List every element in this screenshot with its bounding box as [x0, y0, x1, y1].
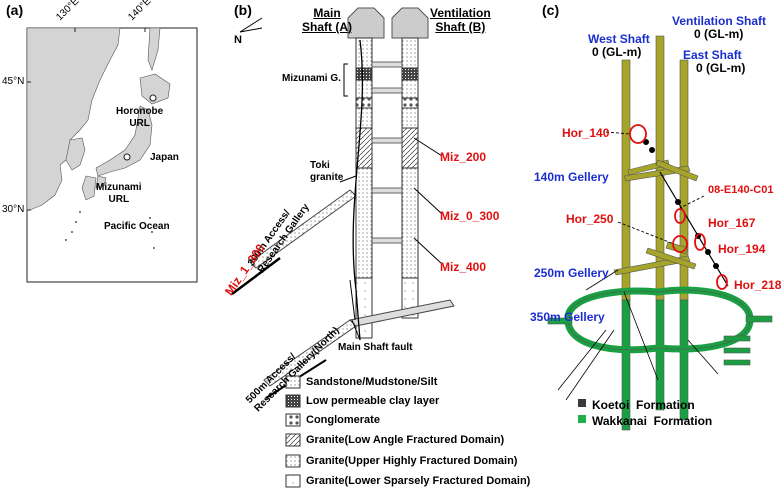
- legend-clay-label: Low permeable clay layer: [306, 395, 440, 407]
- miz-400-label: Miz_400: [440, 260, 487, 274]
- panel-c-label: (c): [542, 2, 560, 18]
- legend-dots-label: Granite(Upper Highly Fractured Domain): [306, 455, 518, 467]
- vent-shaft-label: Ventilation Shaft (B): [430, 6, 491, 34]
- east-gl-label: 0 (GL-m): [696, 61, 746, 75]
- miz-200-label: Miz_200: [440, 150, 487, 164]
- panel-c-horonobe: (c): [528, 0, 784, 492]
- vent-shaft-c-label: Ventilation Shaft: [672, 14, 767, 28]
- panel-a-label: (a): [6, 2, 24, 18]
- lat-45-label: 45°N: [2, 76, 25, 87]
- legend-sparse-label: Granite(Lower Sparsely Fractured Domain): [306, 475, 531, 487]
- pacific-label: Pacific Ocean: [104, 221, 170, 232]
- borehole-label: 08-E140-C01: [708, 184, 774, 196]
- legend-cong-label: Conglomerate: [306, 414, 380, 426]
- japan-label: Japan: [150, 152, 179, 163]
- vent-gl-label: 0 (GL-m): [694, 27, 744, 41]
- mizunami-shaft-drawing: [231, 7, 455, 488]
- panel-b-mizunami: (b): [210, 0, 550, 492]
- legend-sand-label: Sandstone/Mudstone/Silt: [306, 376, 438, 388]
- japan-map: [26, 27, 198, 283]
- panel-a-map: (a) 130°E 140°E 45°N 30°N Horonobe URL J…: [0, 0, 210, 300]
- west-shaft-label: West Shaft: [588, 32, 650, 46]
- main-shaft-label: Main Shaft (A): [302, 6, 352, 34]
- horonobe-shaft-drawing: [547, 35, 773, 431]
- mizunami-label: Mizunami URL: [96, 182, 142, 205]
- legend-hatch-label: Granite(Low Angle Fractured Domain): [306, 434, 505, 446]
- gallery-140-label: 140m Gellery: [534, 170, 609, 184]
- west-gl-label: 0 (GL-m): [592, 45, 642, 59]
- miz-0-300-label: Miz_0_300: [440, 209, 500, 223]
- hor-250-label: Hor_250: [566, 212, 614, 226]
- lat-30-label: 30°N: [2, 204, 25, 215]
- north-label: N: [234, 34, 242, 46]
- east-shaft-label: East Shaft: [683, 48, 742, 62]
- hor-194-label: Hor_194: [718, 242, 766, 256]
- gallery-250-label: 250m Gellery: [534, 266, 609, 280]
- mizunami-g-label: Mizunami G.: [282, 73, 341, 84]
- panel-b-label: (b): [234, 2, 252, 18]
- toki-granite-label: Toki granite: [310, 160, 344, 183]
- main-fault-label: Main Shaft fault: [338, 342, 413, 353]
- koetoi-label: Koetoi Formation: [592, 398, 695, 412]
- hor-167-label: Hor_167: [708, 216, 756, 230]
- hor-140-label: Hor_140: [562, 126, 610, 140]
- hor-218-label: Hor_218: [734, 278, 782, 292]
- wakkanai-label: Wakkanai Formation: [592, 414, 713, 428]
- gallery-350-label: 350m Gellery: [530, 310, 605, 324]
- horonobe-label: Horonobe URL: [116, 106, 164, 129]
